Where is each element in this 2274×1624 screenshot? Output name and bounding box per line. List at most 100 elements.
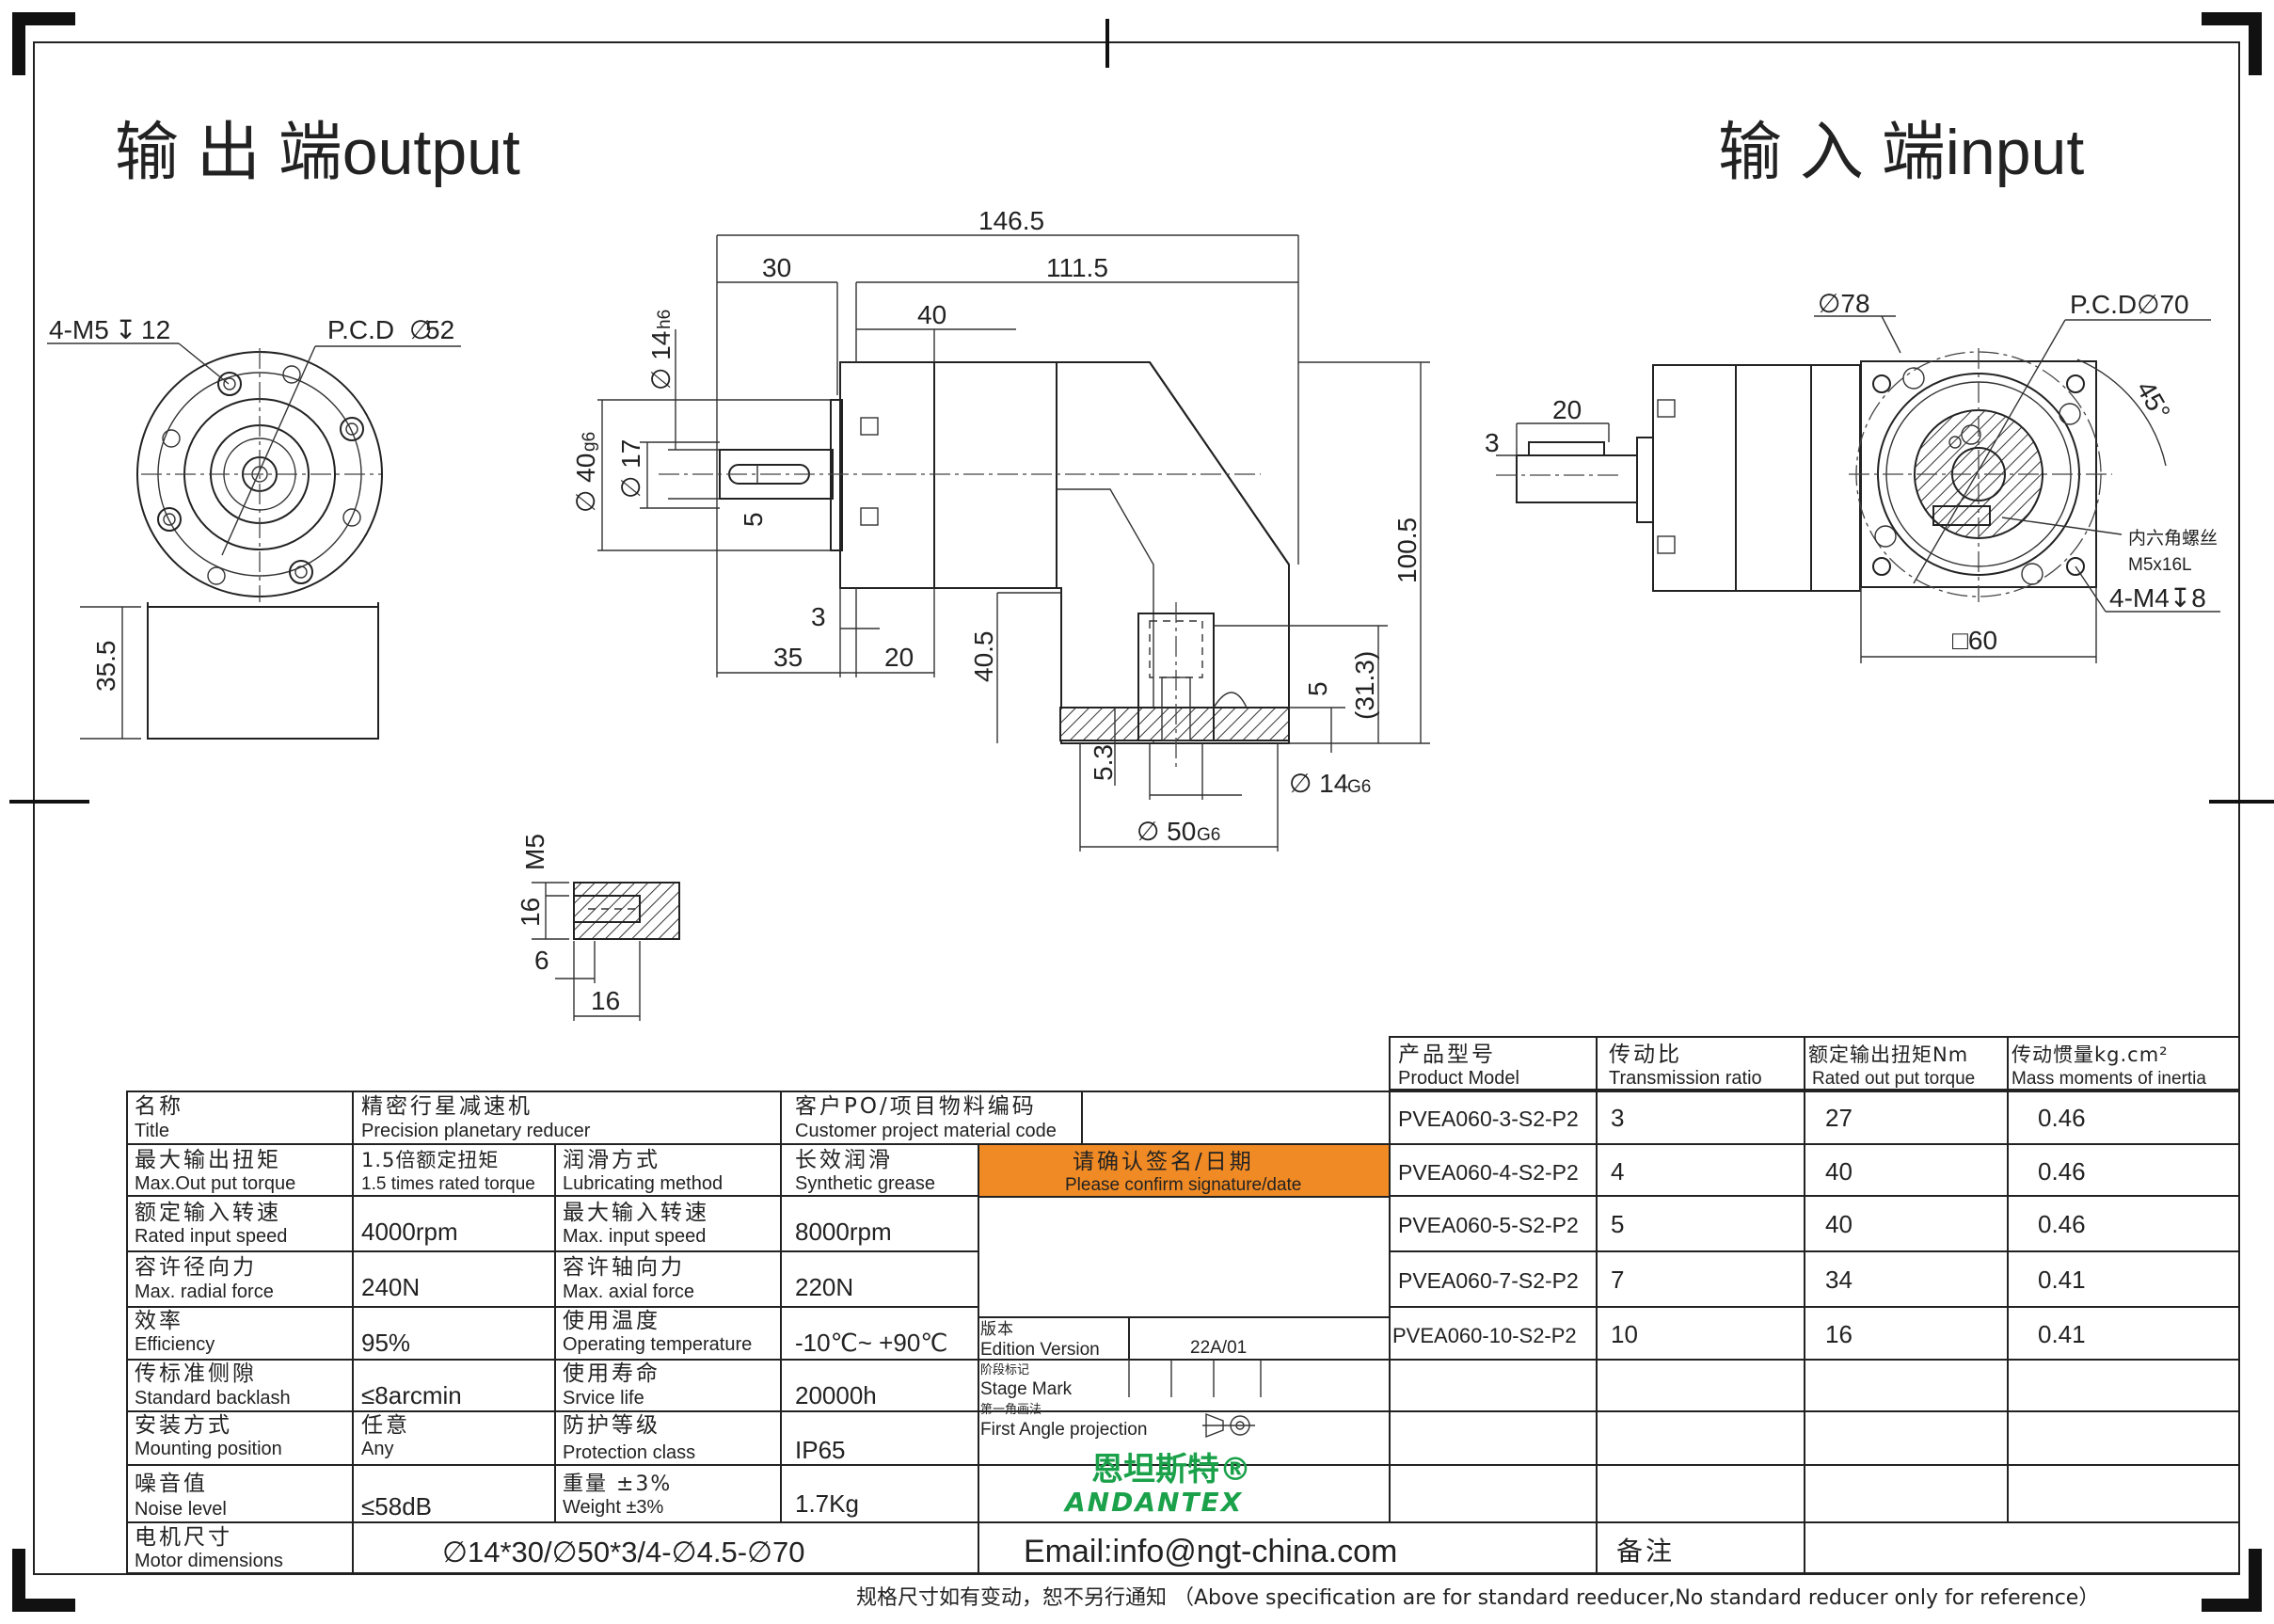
detail-view: 16 M5 6 16 (516, 834, 680, 1021)
motor-dims-cn: 电机尺寸 (135, 1525, 232, 1550)
model-row: PVEA060-3-S2-P2 3 27 0.46 (1398, 1104, 2086, 1132)
spec-row-en: Srvice life (563, 1388, 644, 1409)
detail-dim-6: 6 (534, 946, 549, 975)
projection-en: First Angle projection (980, 1420, 1147, 1440)
dim-height: 100.5 (1392, 517, 1422, 583)
spec-row-value-cn: 任意 (361, 1413, 410, 1438)
customer-code-en: Customer project material code (795, 1121, 1057, 1141)
sheet-frame (9, 12, 2274, 1612)
inertia-cell: 0.46 (2038, 1104, 2086, 1132)
spec-row-cn: 重量 ±3% (563, 1473, 672, 1496)
spec-row-en: Weight ±3% (563, 1497, 664, 1518)
dim-shaft-dia: ∅ 14 (646, 331, 676, 390)
edition-en: Edition Version (980, 1340, 1100, 1360)
model-row: PVEA060-10-S2-P2 10 16 0.41 (1392, 1320, 2086, 1348)
mh-inertia-cn: 传动惯量kg.cm² (2012, 1043, 2169, 1066)
dim-key5: 5 (739, 512, 768, 527)
spec-row-cn: 最大输出扭矩 (135, 1148, 281, 1172)
spec-row-en: Protection class (563, 1442, 695, 1463)
projection-cn: 第一角画法 (980, 1403, 1042, 1417)
logo-cn: 恩坦斯特® (1091, 1451, 1251, 1489)
spec-row-cn: 效率 (135, 1309, 183, 1333)
ratio-cell: 7 (1611, 1266, 1624, 1294)
dim-30: 30 (762, 253, 791, 282)
edition-cn: 版本 (980, 1320, 1014, 1339)
model-row: PVEA060-4-S2-P2 4 40 0.46 (1398, 1157, 2086, 1186)
input-side-view: 20 3 (1485, 364, 1861, 592)
input-square: □60 (1952, 626, 1997, 655)
torque-cell: 27 (1825, 1104, 1853, 1132)
bolt-holes-front (157, 365, 364, 585)
front-view: 35.5 4-M5 ↧ 12 P.C.D ∅ 52 (47, 315, 461, 740)
spec-row-cn: 额定输入转速 (135, 1201, 281, 1225)
dim-dia17: ∅ 17 (616, 439, 645, 499)
spec-row-value-cn: 1.5倍额定扭矩 (361, 1149, 499, 1171)
model-cell: PVEA060-5-S2-P2 (1398, 1213, 1579, 1237)
dim-base-height: 35.5 (91, 641, 120, 693)
input-dim-3: 3 (1485, 428, 1500, 457)
mh-inertia-en: Mass moments of inertia (2012, 1069, 2206, 1089)
email: Email:info@ngt-china.com (1024, 1534, 1397, 1569)
dim-bore50-fit: G6 (1197, 825, 1220, 845)
corner-br (2202, 1549, 2262, 1612)
spec-row-value-en: Any (361, 1439, 393, 1459)
spec-row-en: Mounting position (135, 1439, 282, 1459)
dim-35: 35 (773, 643, 803, 672)
dim-3: 3 (811, 602, 826, 631)
projection-symbol-icon (1202, 1412, 1255, 1439)
dim-5-3: 5.3 (1089, 744, 1118, 781)
spec-title-cn: 名称 (135, 1094, 183, 1119)
dim-front-holes-depth: 12 (141, 315, 170, 344)
input-angle: 45° (2131, 376, 2176, 425)
corner-tl (12, 12, 75, 75)
spec-row-en: Standard backlash (135, 1388, 291, 1409)
spec-row-cn: 安装方式 (135, 1413, 232, 1438)
inertia-cell: 0.41 (2038, 1266, 2086, 1294)
side-view: 146.5 30 111.5 40 ∅ 14 h6 ∅ 40 g6 ∅ 17 5… (571, 206, 1430, 852)
bolt-holes-input (1872, 367, 2085, 585)
screw-label: 内六角螺丝 (2128, 528, 2218, 549)
spec-row-cn: 使用寿命 (563, 1361, 660, 1386)
spec-row-value: 240N (361, 1273, 420, 1301)
dim-front-pcd: P.C.D (327, 315, 394, 344)
spec-row-value: 8000rpm (795, 1218, 892, 1246)
customer-code-cn: 客户PO/项目物料编码 (795, 1094, 1037, 1119)
dim-front-holes: 4-M5 (49, 315, 109, 344)
spec-row-value-en: 1.5 times rated torque (361, 1174, 535, 1194)
spec-row-en: Max. input speed (563, 1226, 706, 1247)
spec-title-value-en: Precision planetary reducer (361, 1121, 591, 1141)
mh-ratio-cn: 传动比 (1609, 1043, 1682, 1067)
spec-row-value: 220N (795, 1273, 853, 1301)
ratio-cell: 4 (1611, 1157, 1624, 1186)
spec-row-cn: 使用温度 (563, 1309, 660, 1333)
spec-row-cn: 防护等级 (563, 1413, 660, 1438)
motor-dims-value: ∅14*30/∅50*3/4-∅4.5-∅70 (442, 1536, 805, 1568)
detail-dim-m5: M5 (520, 834, 549, 870)
spec-row-en: Noise level (135, 1499, 227, 1520)
torque-cell: 16 (1825, 1320, 1853, 1348)
stage-cn: 阶段标记 (980, 1363, 1029, 1377)
mh-torque-cn: 额定输出扭矩Nm (1808, 1043, 1968, 1066)
ratio-cell: 5 (1611, 1210, 1624, 1238)
stage-en: Stage Mark (980, 1379, 1073, 1399)
spec-row-value: 1.7Kg (795, 1489, 859, 1518)
spec-row-en: Max. radial force (135, 1282, 274, 1302)
mh-model-cn: 产品型号 (1398, 1043, 1496, 1067)
mh-torque-en: Rated out put torque (1812, 1069, 1975, 1089)
spec-row-value: ≤58dB (361, 1492, 432, 1521)
logo-en: ANDANTEX (1063, 1487, 1243, 1518)
spec-row-cn: 传标准侧隙 (135, 1361, 257, 1386)
spec-row-value: 4000rpm (361, 1218, 458, 1246)
spec-row-value: 95% (361, 1329, 410, 1357)
dim-31-3: (31.3) (1350, 651, 1379, 720)
spec-row-en: Lubricating method (563, 1173, 723, 1194)
model-row: PVEA060-7-S2-P2 7 34 0.41 (1398, 1266, 2086, 1294)
corner-tr (2202, 12, 2262, 75)
dia-symbol: ∅ (409, 315, 432, 344)
corner-bl (12, 1549, 75, 1612)
dim-40: 40 (917, 300, 946, 329)
input-dim-pcd: P.C.D∅70 (2070, 290, 2189, 319)
spec-row-en: Rated input speed (135, 1226, 287, 1247)
confirm-en: Please confirm signature/date (1065, 1175, 1301, 1195)
model-cell: PVEA060-7-S2-P2 (1398, 1268, 1579, 1293)
